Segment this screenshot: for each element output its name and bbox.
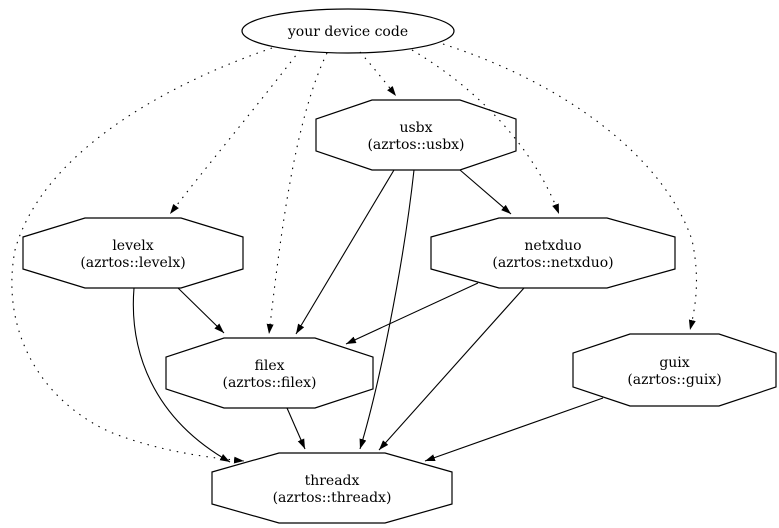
filex-label: filex bbox=[255, 358, 285, 374]
levelx-label: levelx bbox=[112, 238, 153, 254]
guix-label: guix bbox=[659, 355, 689, 371]
edge-usbx-to-filex bbox=[295, 169, 395, 335]
edge-device-to-usbx bbox=[359, 51, 397, 97]
filex-sublabel: (azrtos::filex) bbox=[222, 375, 316, 391]
levelx-octagon bbox=[22, 217, 244, 289]
threadx-sublabel: (azrtos::threadx) bbox=[273, 490, 392, 506]
levelx-sublabel: (azrtos::levelx) bbox=[80, 255, 185, 271]
edge-device-to-filex bbox=[266, 52, 328, 335]
edge-guix-to-threadx bbox=[424, 397, 604, 462]
threadx-octagon bbox=[211, 452, 453, 524]
edge-levelx-to-threadx bbox=[132, 287, 231, 463]
usbx-label: usbx bbox=[399, 120, 432, 136]
edge-usbx-to-threadx bbox=[359, 169, 415, 450]
edge-filex-to-threadx bbox=[286, 407, 306, 450]
node-usbx: usbx(azrtos::usbx) bbox=[315, 99, 517, 171]
filex-octagon bbox=[165, 337, 374, 409]
node-threadx: threadx(azrtos::threadx) bbox=[211, 452, 453, 524]
node-guix: guix(azrtos::guix) bbox=[572, 333, 777, 407]
guix-octagon bbox=[572, 333, 777, 407]
threadx-label: threadx bbox=[305, 473, 360, 489]
edge-device-to-guix bbox=[442, 43, 698, 331]
guix-sublabel: (azrtos::guix) bbox=[627, 372, 721, 388]
node-netxduo: netxduo(azrtos::netxduo) bbox=[430, 217, 676, 289]
edge-netxduo-to-threadx bbox=[378, 287, 525, 451]
edges-layer bbox=[11, 43, 698, 464]
netxduo-octagon bbox=[430, 217, 676, 289]
nodes-layer: your device codeusbx(azrtos::usbx)levelx… bbox=[22, 8, 777, 524]
netxduo-label: netxduo bbox=[524, 238, 581, 254]
node-filex: filex(azrtos::filex) bbox=[165, 337, 374, 409]
netxduo-sublabel: (azrtos::netxduo) bbox=[492, 255, 613, 271]
node-levelx: levelx(azrtos::levelx) bbox=[22, 217, 244, 289]
edge-device-to-levelx bbox=[169, 49, 301, 215]
usbx-sublabel: (azrtos::usbx) bbox=[367, 137, 464, 153]
edge-levelx-to-filex bbox=[177, 287, 225, 334]
device-ellipse bbox=[241, 8, 455, 54]
edge-usbx-to-netxduo bbox=[459, 169, 512, 215]
edge-netxduo-to-filex bbox=[345, 282, 479, 345]
node-device: your device code bbox=[241, 8, 455, 54]
device-label: your device code bbox=[287, 24, 408, 40]
